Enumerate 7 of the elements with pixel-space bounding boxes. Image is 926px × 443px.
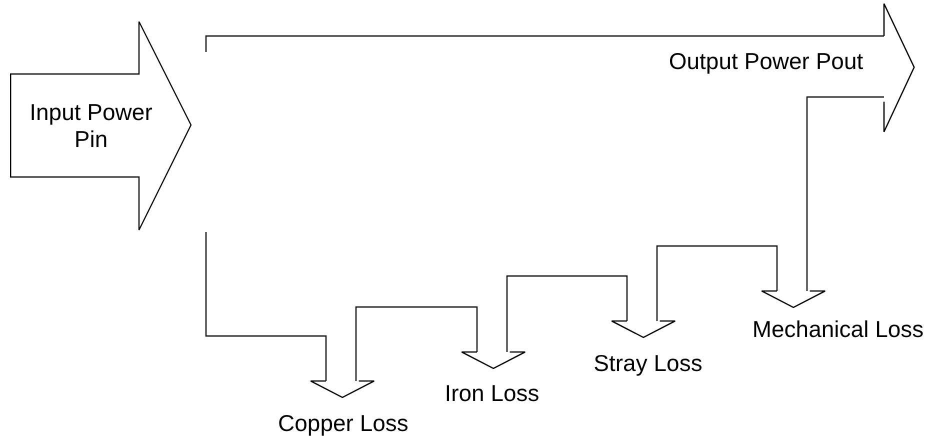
- loss-label: Mechanical Loss: [751, 316, 925, 343]
- loss-label: Copper Loss: [278, 410, 406, 437]
- loss-label: Iron Loss: [444, 380, 540, 407]
- input-label: Input Power Pin: [28, 99, 154, 153]
- loss-label: Stray Loss: [592, 350, 704, 377]
- output-label: Output Power Pout: [668, 48, 864, 75]
- input-arrow: [10, 21, 192, 231]
